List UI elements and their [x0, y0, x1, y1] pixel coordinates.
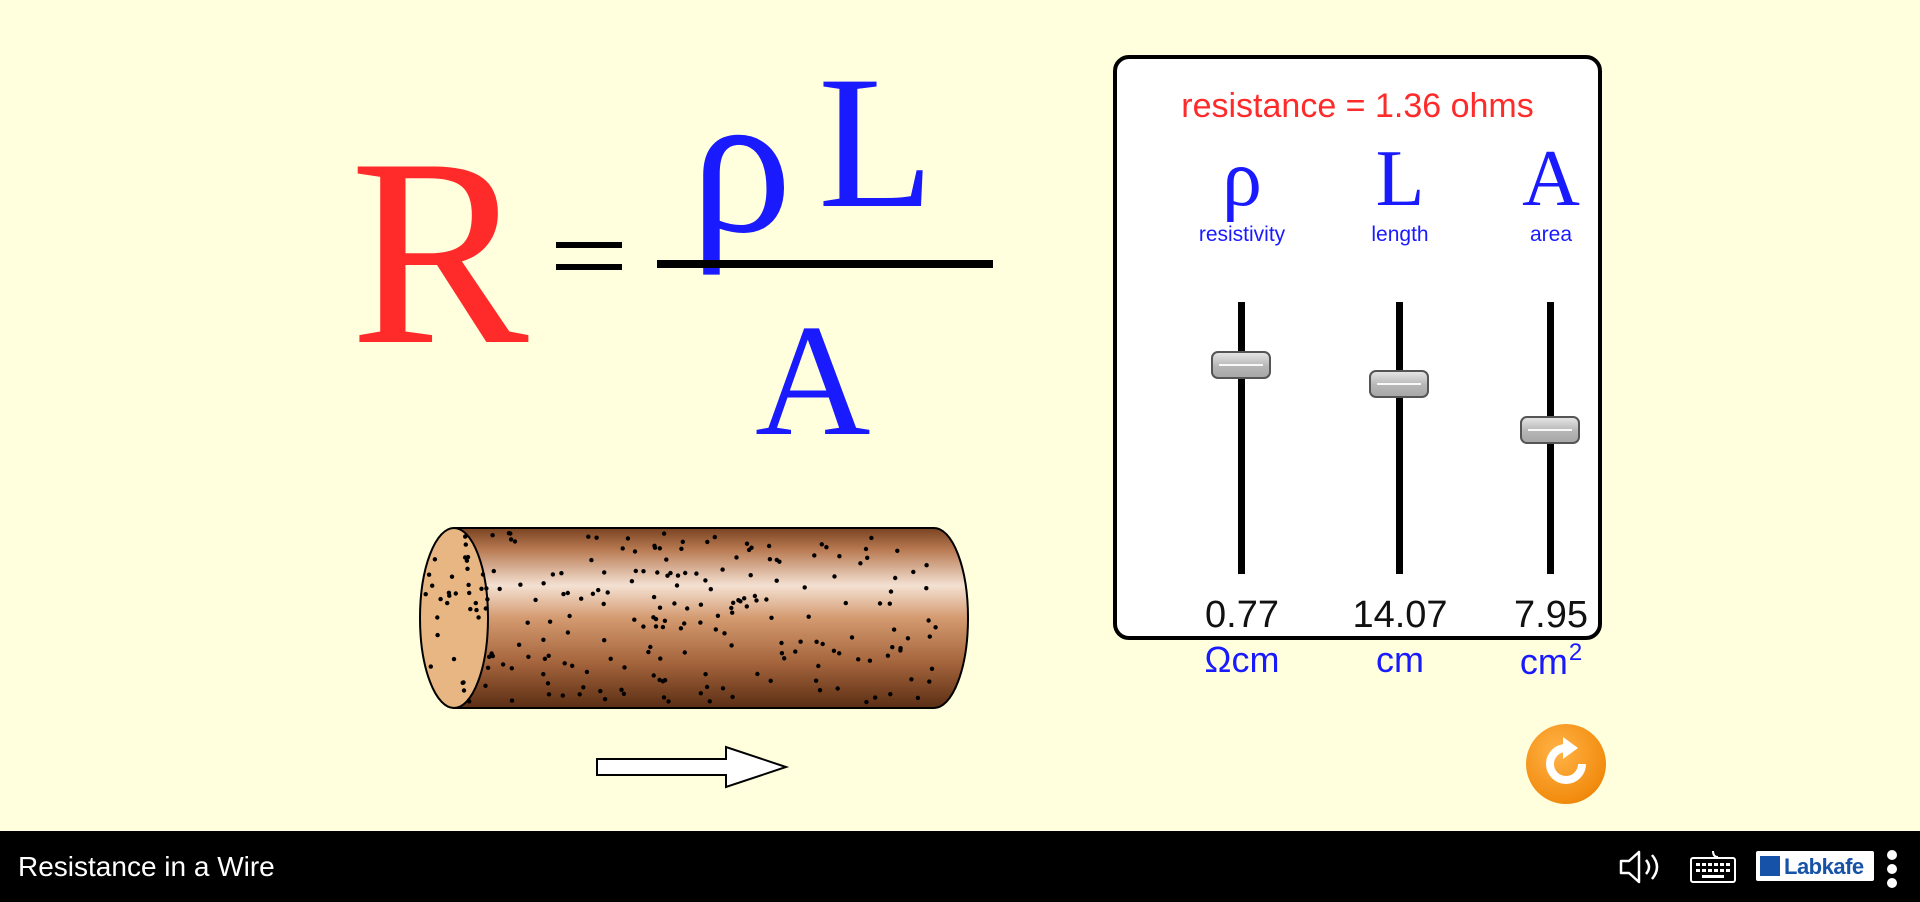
area-symbol: A [1522, 135, 1580, 223]
resistivity-label: resistivity [1198, 223, 1286, 246]
resistivity-value: 0.77 [1205, 594, 1279, 636]
reset-icon [1546, 737, 1586, 784]
length-slider-thumb[interactable] [1369, 369, 1429, 398]
menu-icon[interactable] [1884, 849, 1900, 889]
length-unit: cm [1376, 639, 1424, 680]
resistivity-symbol: ρ [1222, 135, 1262, 223]
area-control: A area 7.95 cm2 [1481, 135, 1621, 682]
resistivity-slider-thumb[interactable] [1211, 350, 1271, 379]
labkafe-logo[interactable]: Labkafe [1756, 851, 1874, 881]
area-label: area [1529, 223, 1573, 246]
bottom-bar: Resistance in a Wire Labkafe [0, 831, 1920, 902]
labkafe-logo-text: Labkafe [1784, 854, 1864, 879]
area-unit-superscript: 2 [1568, 639, 1583, 666]
length-slider-track[interactable] [1396, 302, 1403, 574]
resistivity-control: ρ resistivity 0.77 Ωcm [1172, 135, 1312, 680]
labkafe-mark-icon [1760, 856, 1780, 876]
formula-a: A [755, 291, 871, 469]
app-title: Resistance in a Wire [18, 851, 275, 882]
resistance-readout: resistance = 1.36 ohms [1181, 87, 1534, 125]
length-label: length [1371, 223, 1429, 246]
current-direction-arrow-icon [596, 745, 790, 789]
resistivity-slider-track[interactable] [1238, 302, 1245, 574]
speaker-icon[interactable] [1618, 848, 1670, 886]
fraction-line [657, 260, 993, 268]
length-symbol: L [1375, 135, 1425, 223]
area-unit-base: cm [1519, 641, 1568, 682]
equals-sign [556, 238, 622, 274]
reset-button[interactable] [1526, 724, 1606, 804]
length-control: L length 14.07 cm [1330, 135, 1470, 680]
area-slider-thumb[interactable] [1520, 415, 1580, 444]
length-value: 14.07 [1352, 594, 1448, 636]
resistivity-unit: Ωcm [1204, 639, 1280, 680]
area-unit: cm2 [1481, 639, 1621, 683]
formula-rho: ρ [690, 49, 793, 276]
area-value: 7.95 [1514, 594, 1588, 636]
formula-r: R [350, 103, 529, 400]
control-panel: resistance = 1.36 ohms ρ resistivity 0.7… [1113, 55, 1602, 682]
wire-illustration [419, 527, 969, 709]
keyboard-icon[interactable] [1688, 849, 1738, 885]
formula-l: L [818, 38, 935, 248]
